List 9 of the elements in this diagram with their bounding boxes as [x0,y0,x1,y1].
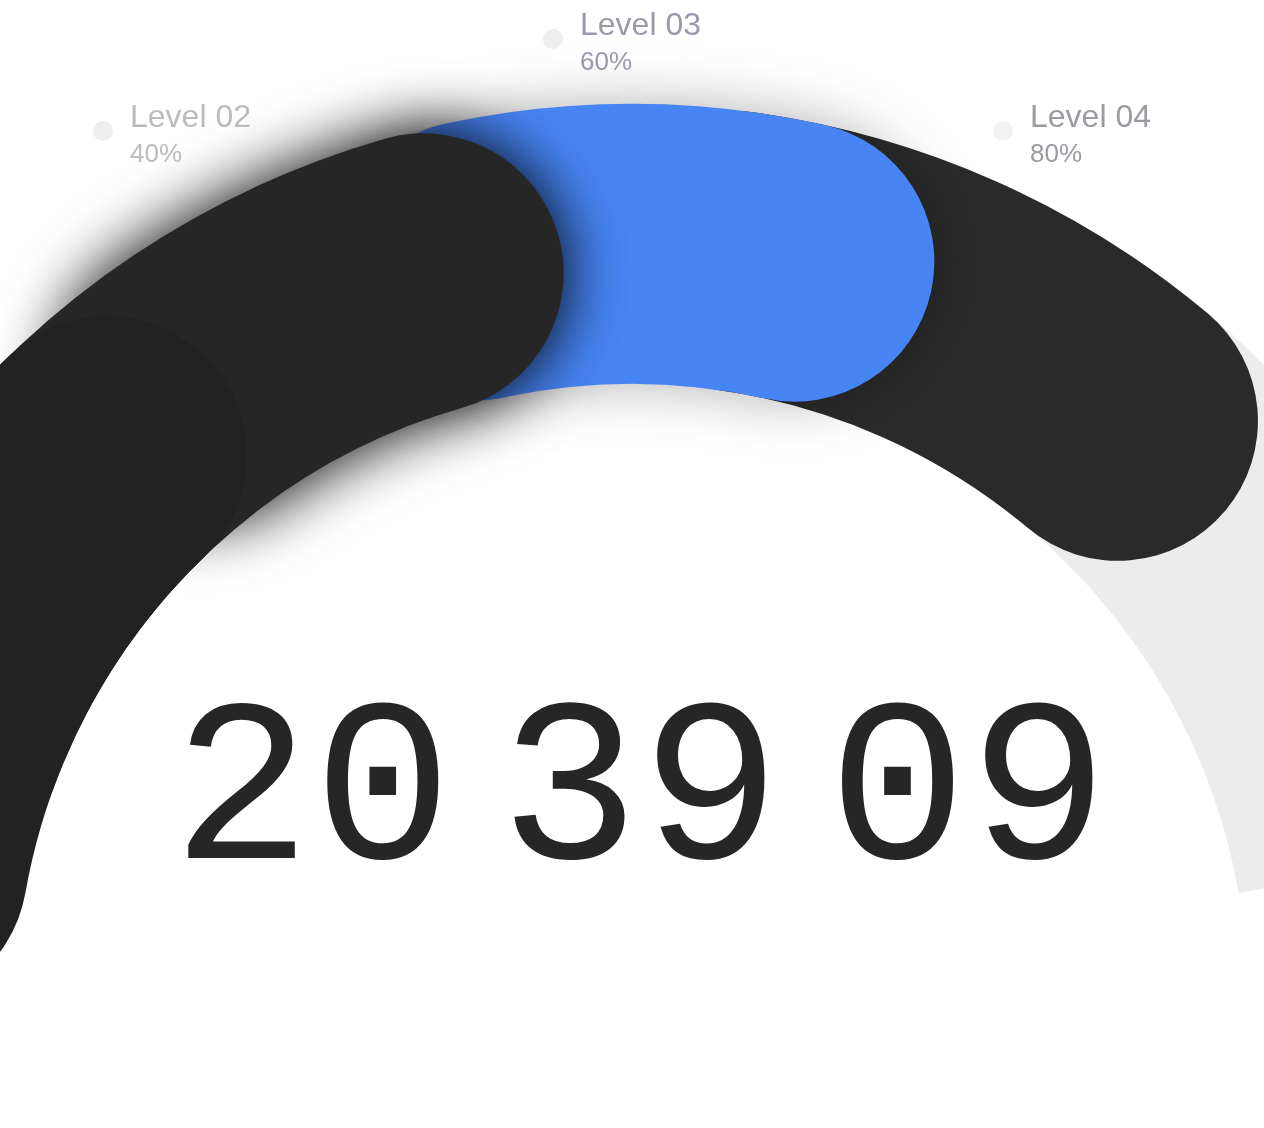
clock-digits: 09 [828,672,1111,922]
level-percent: 40% [130,138,183,168]
clock-digits: 20 [172,672,455,922]
level-name: Level 02 [130,98,251,134]
level-percent: 60% [580,46,633,76]
clock-digits: 39 [500,672,783,922]
level-percent: 80% [1030,138,1083,168]
level-name: Level 04 [1030,98,1151,134]
level-name: Level 03 [580,6,701,42]
